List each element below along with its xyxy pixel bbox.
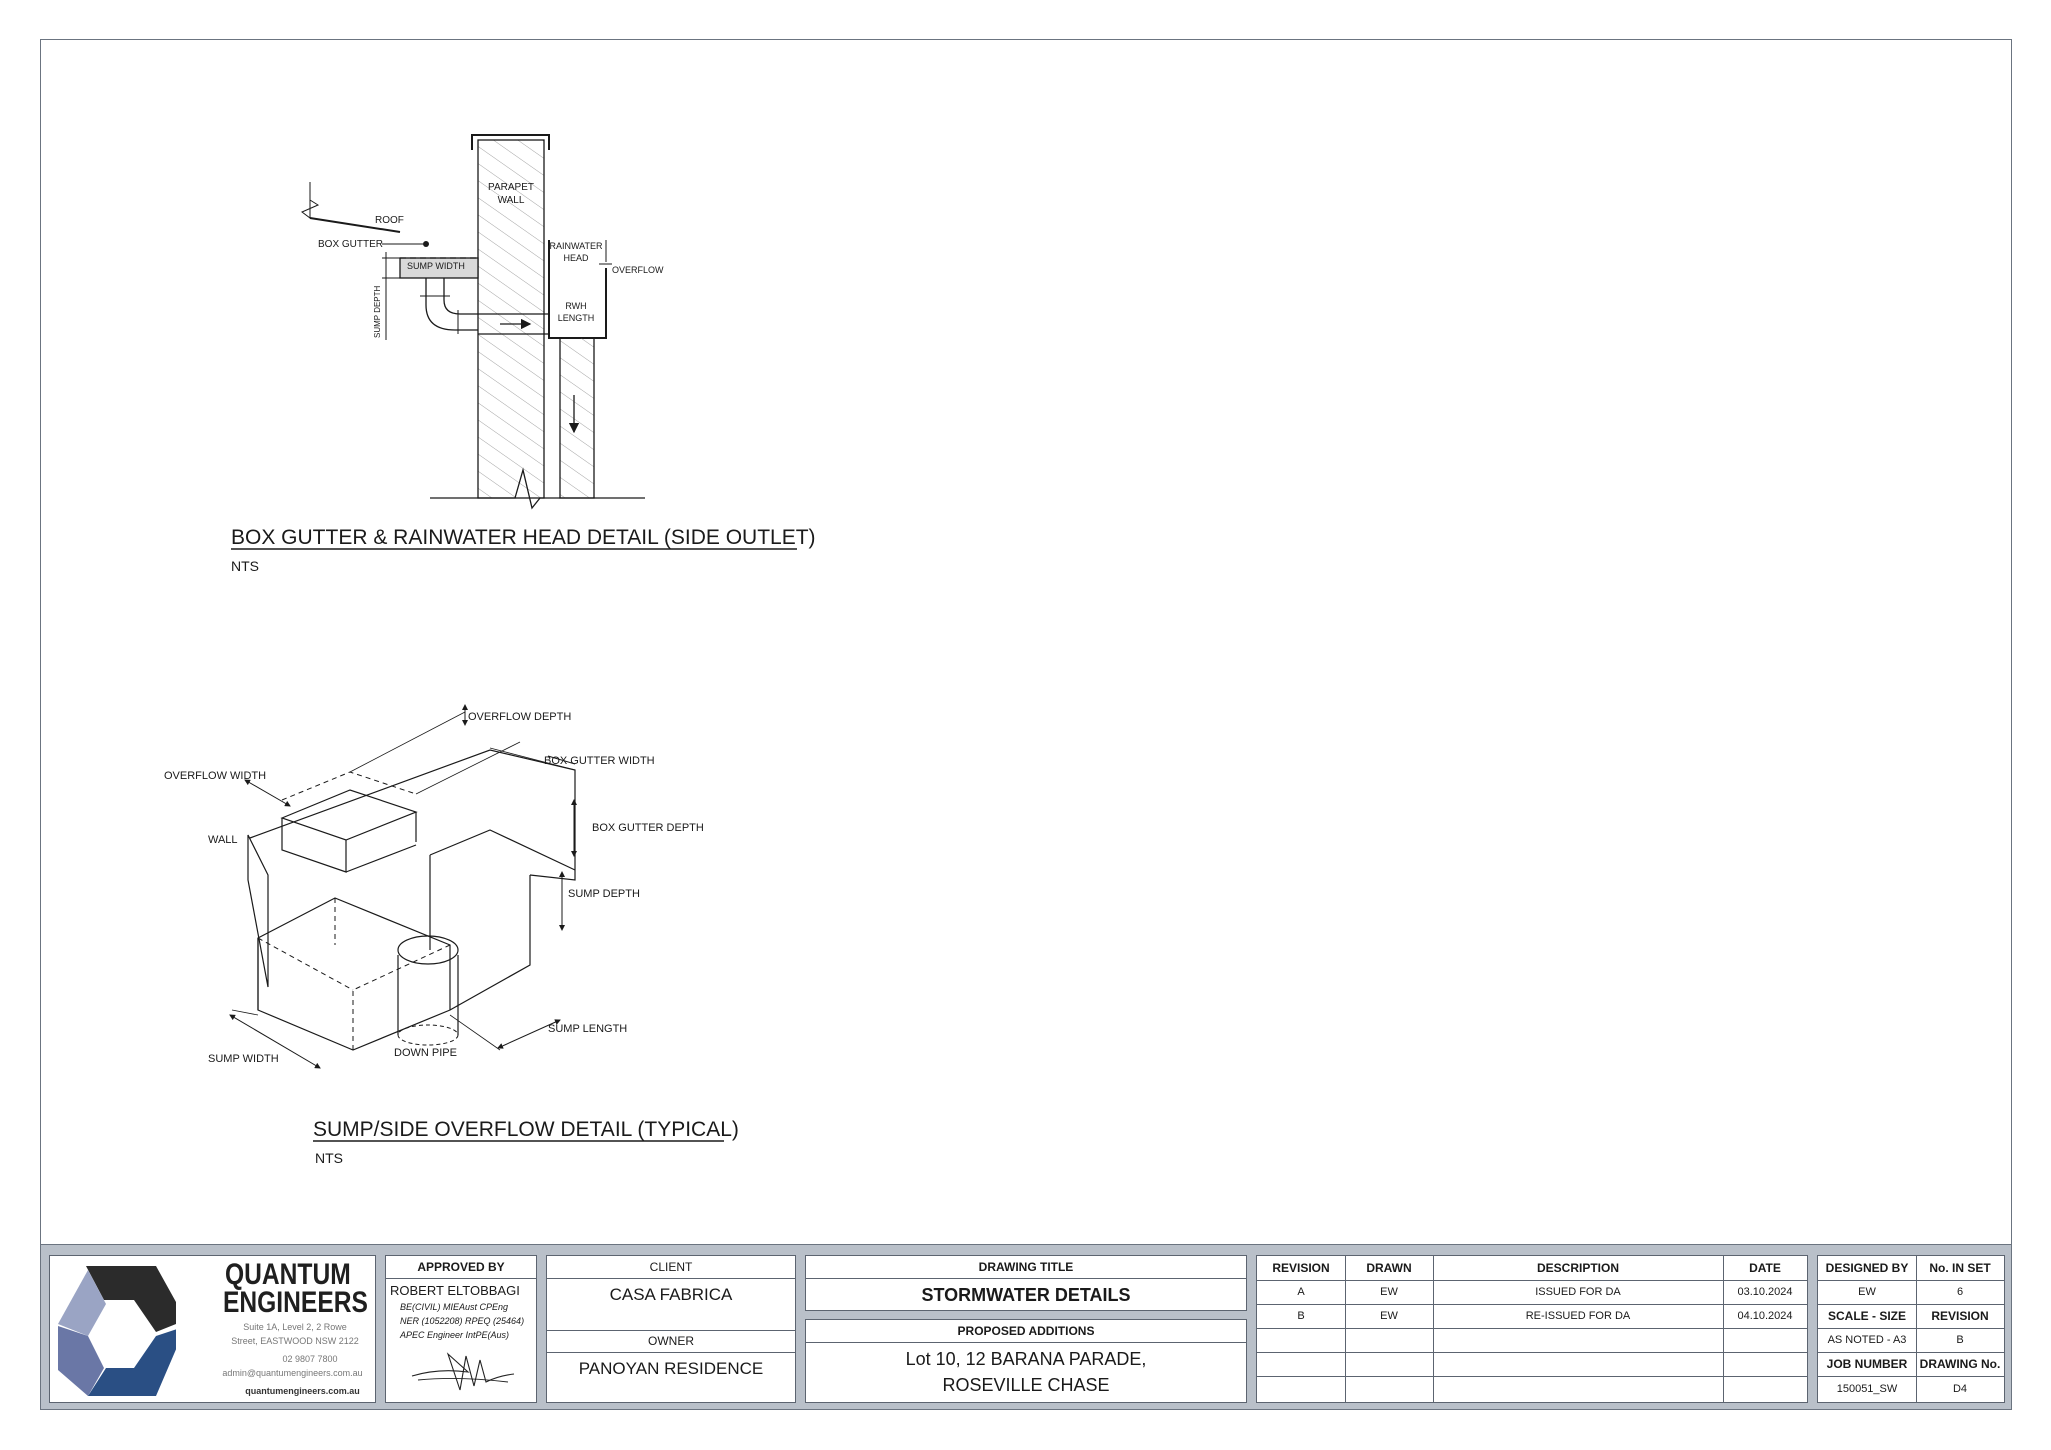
ground-break-line <box>430 467 645 510</box>
detail-2-title: SUMP/SIDE OVERFLOW DETAIL (TYPICAL) <box>313 1118 739 1141</box>
parapet-capping <box>471 134 550 150</box>
owner-header: OWNER <box>648 1334 694 1348</box>
label-sump-depth: SUMP DEPTH <box>568 888 640 900</box>
company-box: QUANTUM ENGINEERS Suite 1A, Level 2, 2 R… <box>49 1255 376 1403</box>
info-table: DESIGNED BY No. IN SET EW 6 SCALE - SIZE… <box>1817 1255 2005 1403</box>
label-length: LENGTH <box>558 313 595 323</box>
label-sump-depth-v: SUMP DEPTH <box>373 285 382 338</box>
table-row-a-description: ISSUED FOR DA <box>1535 1286 1621 1298</box>
approver-credentials-3: APEC Engineer IntPE(Aus) <box>400 1329 510 1340</box>
label-sump-width: SUMP WIDTH <box>407 261 465 271</box>
label-roof: ROOF <box>375 215 404 226</box>
revision-value: B <box>1956 1334 1964 1346</box>
quantum-logo-icon <box>58 1266 176 1396</box>
table-row-b-revision: B <box>1297 1310 1305 1322</box>
signature-icon <box>411 1352 515 1391</box>
overflow-top <box>280 789 418 841</box>
owner-name: PANOYAN RESIDENCE <box>578 1359 764 1378</box>
scale-size-label: SCALE - SIZE <box>1827 1309 1906 1323</box>
drawing-no-label: DRAWING No. <box>1919 1357 2001 1371</box>
sump-overflow-detail <box>229 704 577 1069</box>
company-name-2: ENGINEERS <box>223 1286 368 1319</box>
label-overflow: OVERFLOW <box>612 265 664 275</box>
label-sump-width: SUMP WIDTH <box>208 1053 279 1065</box>
roof-break <box>301 182 320 219</box>
label-parapet: PARAPET <box>488 182 534 193</box>
company-website: quantumengineers.com.au <box>245 1386 360 1396</box>
drawing-title-header: DRAWING TITLE <box>978 1260 1074 1274</box>
company-email: admin@quantumengineers.com.au <box>222 1368 363 1378</box>
label-overflow-depth: OVERFLOW DEPTH <box>468 711 571 723</box>
designed-by-value: EW <box>1858 1286 1876 1298</box>
revisions-table: REVISION DRAWN DESCRIPTION DATE A EW ISS… <box>1256 1255 1808 1403</box>
pipe-elbow-outer <box>425 278 478 331</box>
pipe-elbow-inner <box>443 278 478 315</box>
downpipe <box>559 337 595 499</box>
rev-header-date: DATE <box>1749 1261 1781 1275</box>
wall-plane <box>247 834 269 988</box>
designed-by-label: DESIGNED BY <box>1825 1261 1909 1275</box>
approver-credentials-2: NER (1052208) RPEQ (25464) <box>400 1315 525 1326</box>
sump-box <box>257 897 451 1051</box>
table-row-b-date: 04.10.2024 <box>1737 1310 1793 1322</box>
table-row-a-drawn: EW <box>1380 1286 1398 1298</box>
company-phone: 02 9807 7800 <box>282 1354 338 1364</box>
detail-2-scale: NTS <box>315 1150 343 1166</box>
job-number-value: 150051_SW <box>1836 1383 1898 1395</box>
label-wall: WALL <box>498 195 525 206</box>
label-down-pipe: DOWN PIPE <box>394 1047 457 1059</box>
client-name: CASA FABRICA <box>609 1285 733 1304</box>
client-owner-box: CLIENT CASA FABRICA OWNER PANOYAN RESIDE… <box>546 1255 796 1403</box>
label-overflow-width: OVERFLOW WIDTH <box>164 770 266 782</box>
no-in-set-value: 6 <box>1956 1286 1964 1298</box>
label-box-gutter-width: BOX GUTTER WIDTH <box>544 755 655 767</box>
project-address-2: ROSEVILLE CHASE <box>942 1374 1110 1395</box>
no-in-set-label: No. IN SET <box>1929 1261 1991 1275</box>
project-address-1: Lot 10, 12 BARANA PARADE, <box>905 1348 1147 1369</box>
label-sump-length: SUMP LENGTH <box>548 1023 627 1035</box>
down-pipe-top <box>397 935 459 965</box>
title-block: QUANTUM ENGINEERS Suite 1A, Level 2, 2 R… <box>40 1244 2012 1410</box>
label-rainwater: RAINWATER <box>550 241 603 251</box>
client-header: CLIENT <box>649 1260 693 1274</box>
parapet-wall-shape <box>477 139 545 499</box>
rev-header-revision: REVISION <box>1272 1261 1330 1275</box>
label-wall: WALL <box>208 834 238 846</box>
rev-header-description: DESCRIPTION <box>1536 1261 1619 1275</box>
rev-header-drawn: DRAWN <box>1366 1261 1412 1275</box>
table-row-a-date: 03.10.2024 <box>1737 1286 1793 1298</box>
roof-line <box>309 217 401 233</box>
project-header: PROPOSED ADDITIONS <box>957 1324 1095 1338</box>
table-row-a-revision: A <box>1297 1286 1305 1298</box>
label-box-gutter-depth: BOX GUTTER DEPTH <box>592 822 704 834</box>
scale-size-value: AS NOTED - A3 <box>1827 1334 1907 1346</box>
approver-name: ROBERT ELTOBBAGI <box>390 1282 520 1298</box>
drawing-no-value: D4 <box>1952 1383 1968 1395</box>
box-gutter-sump <box>399 257 479 279</box>
box-gutter-detail <box>301 134 645 510</box>
table-row-b-description: RE-ISSUED FOR DA <box>1525 1310 1631 1322</box>
company-address-1: Suite 1A, Level 2, 2 Rowe <box>243 1322 347 1332</box>
revision-label: REVISION <box>1931 1309 1989 1323</box>
label-box-gutter: BOX GUTTER <box>318 239 383 250</box>
drawing-title-box: DRAWING TITLE STORMWATER DETAILS <box>805 1255 1247 1311</box>
drawing-title-value: STORMWATER DETAILS <box>921 1284 1131 1305</box>
table-row-b-drawn: EW <box>1380 1310 1398 1322</box>
gutter-side <box>249 749 576 881</box>
approved-by-box: APPROVED BY ROBERT ELTOBBAGI BE(CIVIL) M… <box>385 1255 537 1403</box>
company-name-1: QUANTUM <box>225 1258 351 1291</box>
label-head: HEAD <box>563 253 589 263</box>
label-rwh: RWH <box>565 301 586 311</box>
detail-1-scale: NTS <box>231 558 259 574</box>
approved-by-header: APPROVED BY <box>417 1260 505 1274</box>
approver-credentials-1: BE(CIVIL) MIEAust CPEng <box>400 1301 509 1312</box>
job-number-label: JOB NUMBER <box>1826 1357 1908 1371</box>
detail-1-title: BOX GUTTER & RAINWATER HEAD DETAIL (SIDE… <box>231 526 816 549</box>
company-address-2: Street, EASTWOOD NSW 2122 <box>231 1336 359 1346</box>
project-box: PROPOSED ADDITIONS Lot 10, 12 BARANA PAR… <box>805 1319 1247 1403</box>
